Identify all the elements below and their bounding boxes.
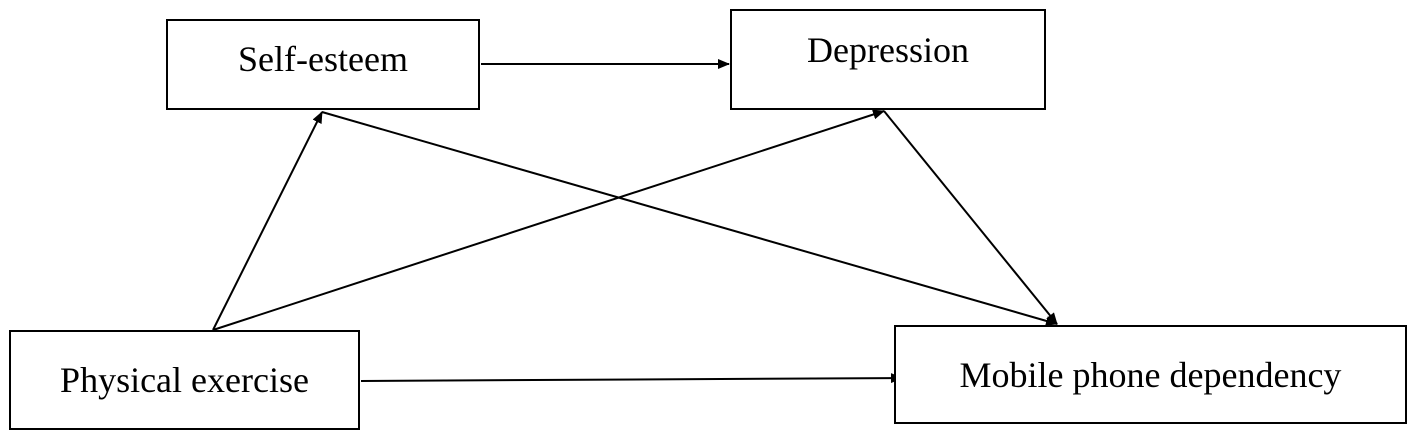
node-label-depression: Depression [807, 29, 969, 70]
node-self-esteem: Self-esteem [166, 19, 480, 110]
arrow-physical-exercise-to-depression [212, 109, 885, 331]
node-label-physical-exercise: Physical exercise [60, 360, 309, 400]
node-label-mobile-phone-dependency: Mobile phone dependency [959, 354, 1342, 395]
arrow-physical-exercise-to-mobile-phone-dependency [360, 373, 903, 384]
arrow-self-esteem-to-mobile-phone-dependency [321, 111, 1058, 326]
node-label-self-esteem: Self-esteem [238, 38, 408, 79]
node-depression: Depression [730, 9, 1046, 110]
node-physical-exercise: Physical exercise [9, 330, 360, 430]
node-mobile-phone-dependency: Mobile phone dependency [894, 325, 1407, 424]
arrow-depression-to-mobile-phone-dependency [883, 110, 1058, 325]
arrow-physical-exercise-to-self-esteem [212, 111, 323, 331]
